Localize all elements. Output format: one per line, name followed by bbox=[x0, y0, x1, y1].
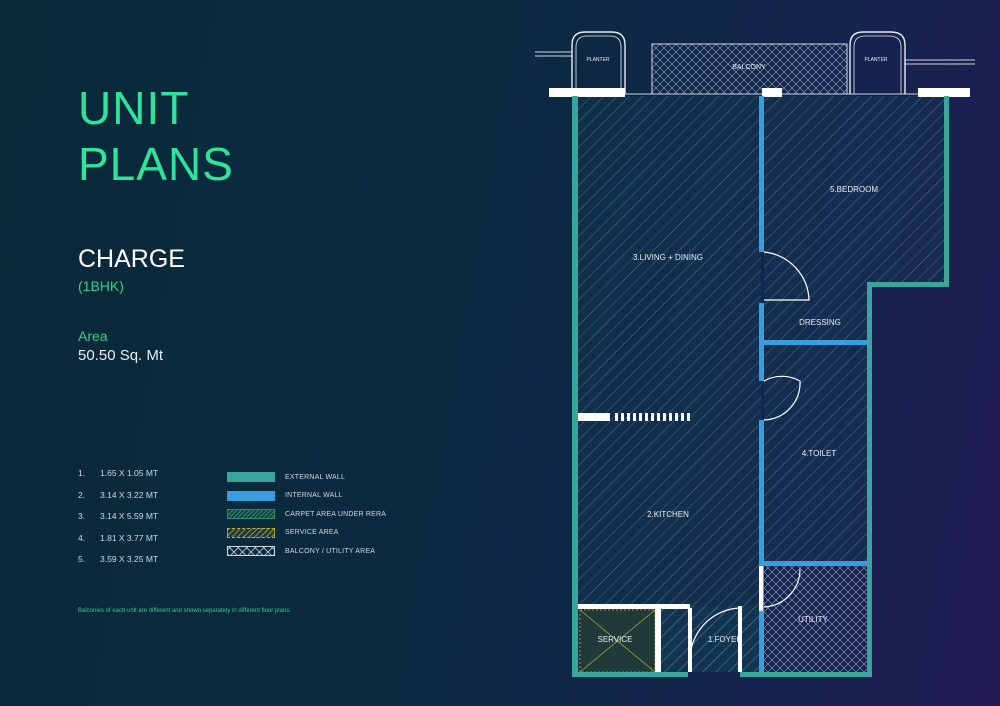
legend-label: INTERNAL WALL bbox=[285, 492, 343, 500]
legend-item-internal-wall: INTERNAL WALL bbox=[227, 487, 386, 506]
service-area-swatch bbox=[227, 527, 275, 538]
carpet-area-swatch bbox=[227, 509, 275, 520]
room-label-toilet: 4.TOILET bbox=[802, 449, 837, 458]
planter-right bbox=[849, 31, 906, 94]
dimension-item: 5. 3.59 X 3.25 MT bbox=[78, 554, 158, 576]
unit-name: CHARGE bbox=[78, 245, 185, 273]
page-title: UNIT PLANS bbox=[78, 80, 234, 192]
dimension-item: 4. 1.81 X 3.77 MT bbox=[78, 533, 158, 555]
dimension-value: 3.14 X 3.22 MT bbox=[100, 489, 159, 500]
internal-wall bbox=[759, 96, 867, 672]
legend-item-service-area: SERVICE AREA bbox=[227, 524, 386, 543]
room-label-kitchen: 2.KITCHEN bbox=[647, 510, 689, 519]
service-area bbox=[579, 609, 656, 673]
legend-label: BALCONY / UTILITY AREA bbox=[285, 547, 376, 555]
dimension-item: 1. 1.65 X 1.05 MT bbox=[78, 468, 158, 490]
dimension-item: 3. 3.14 X 5.59 MT bbox=[78, 511, 158, 533]
dimension-value: 1.65 X 1.05 MT bbox=[100, 468, 159, 478]
dimension-item: 2. 3.14 X 3.22 MT bbox=[78, 490, 158, 512]
dimension-value: 3.59 X 3.25 MT bbox=[100, 554, 159, 564]
room-label-planter-left: PLANTER bbox=[586, 57, 609, 63]
room-label-service: SERVICE bbox=[598, 635, 633, 644]
balcony-area bbox=[651, 43, 848, 95]
title-line-2: PLANS bbox=[78, 138, 234, 190]
room-label-balcony: BALCONY bbox=[732, 64, 766, 71]
window-strip bbox=[549, 88, 970, 97]
utility-area bbox=[764, 566, 867, 672]
internal-wall-swatch bbox=[227, 490, 275, 501]
dimension-number: 1. bbox=[78, 468, 86, 478]
external-wall bbox=[572, 96, 949, 677]
legend-item-carpet-area: CARPET AREA UNDER RERA bbox=[227, 505, 386, 524]
dimension-value: 1.81 X 3.77 MT bbox=[100, 532, 159, 543]
room-label-bedroom: 5.BEDROOM bbox=[830, 185, 878, 194]
room-label-living: 3.LIVING + DINING bbox=[633, 253, 703, 262]
dimensions-list: 1. 1.65 X 1.05 MT 2. 3.14 X 3.22 MT 3. 3.14… bbox=[78, 468, 158, 576]
service-wall bbox=[578, 604, 690, 672]
planter-left bbox=[571, 31, 626, 94]
dimension-number: 2. bbox=[78, 489, 86, 500]
kitchen-partition bbox=[578, 413, 690, 421]
door-leaves bbox=[688, 566, 763, 672]
balcony-railing bbox=[535, 51, 975, 95]
dimension-number: 3. bbox=[78, 511, 86, 521]
legend-label: SERVICE AREA bbox=[285, 529, 339, 537]
external-wall-swatch bbox=[227, 472, 275, 483]
legend: EXTERNAL WALL INTERNAL WALL CARPET AREA … bbox=[227, 468, 386, 561]
dimension-value: 3.14 X 5.59 MT bbox=[100, 511, 159, 521]
dimension-number: 5. bbox=[78, 554, 86, 564]
dimension-number: 4. bbox=[78, 532, 86, 543]
legend-label: CARPET AREA UNDER RERA bbox=[285, 510, 387, 518]
balcony-utility-swatch bbox=[227, 546, 275, 557]
area-value: 50.50 Sq. Mt bbox=[78, 347, 164, 364]
room-label-foyer: 1.FOYER bbox=[708, 635, 742, 644]
title-line-1: UNIT bbox=[78, 82, 190, 134]
legend-item-external-wall: EXTERNAL WALL bbox=[227, 468, 386, 487]
room-label-utility: UTILITY bbox=[798, 615, 828, 624]
footnote: Balconies of each unit are different and… bbox=[78, 608, 291, 614]
legend-label: EXTERNAL WALL bbox=[285, 473, 346, 481]
room-label-dressing: DRESSING bbox=[799, 318, 841, 327]
unit-type: (1BHK) bbox=[78, 278, 124, 294]
carpet-area bbox=[578, 96, 944, 672]
area-label: Area bbox=[78, 328, 108, 344]
room-label-planter-right: PLANTER bbox=[864, 57, 887, 63]
legend-item-balcony-utility: BALCONY / UTILITY AREA bbox=[227, 542, 386, 561]
